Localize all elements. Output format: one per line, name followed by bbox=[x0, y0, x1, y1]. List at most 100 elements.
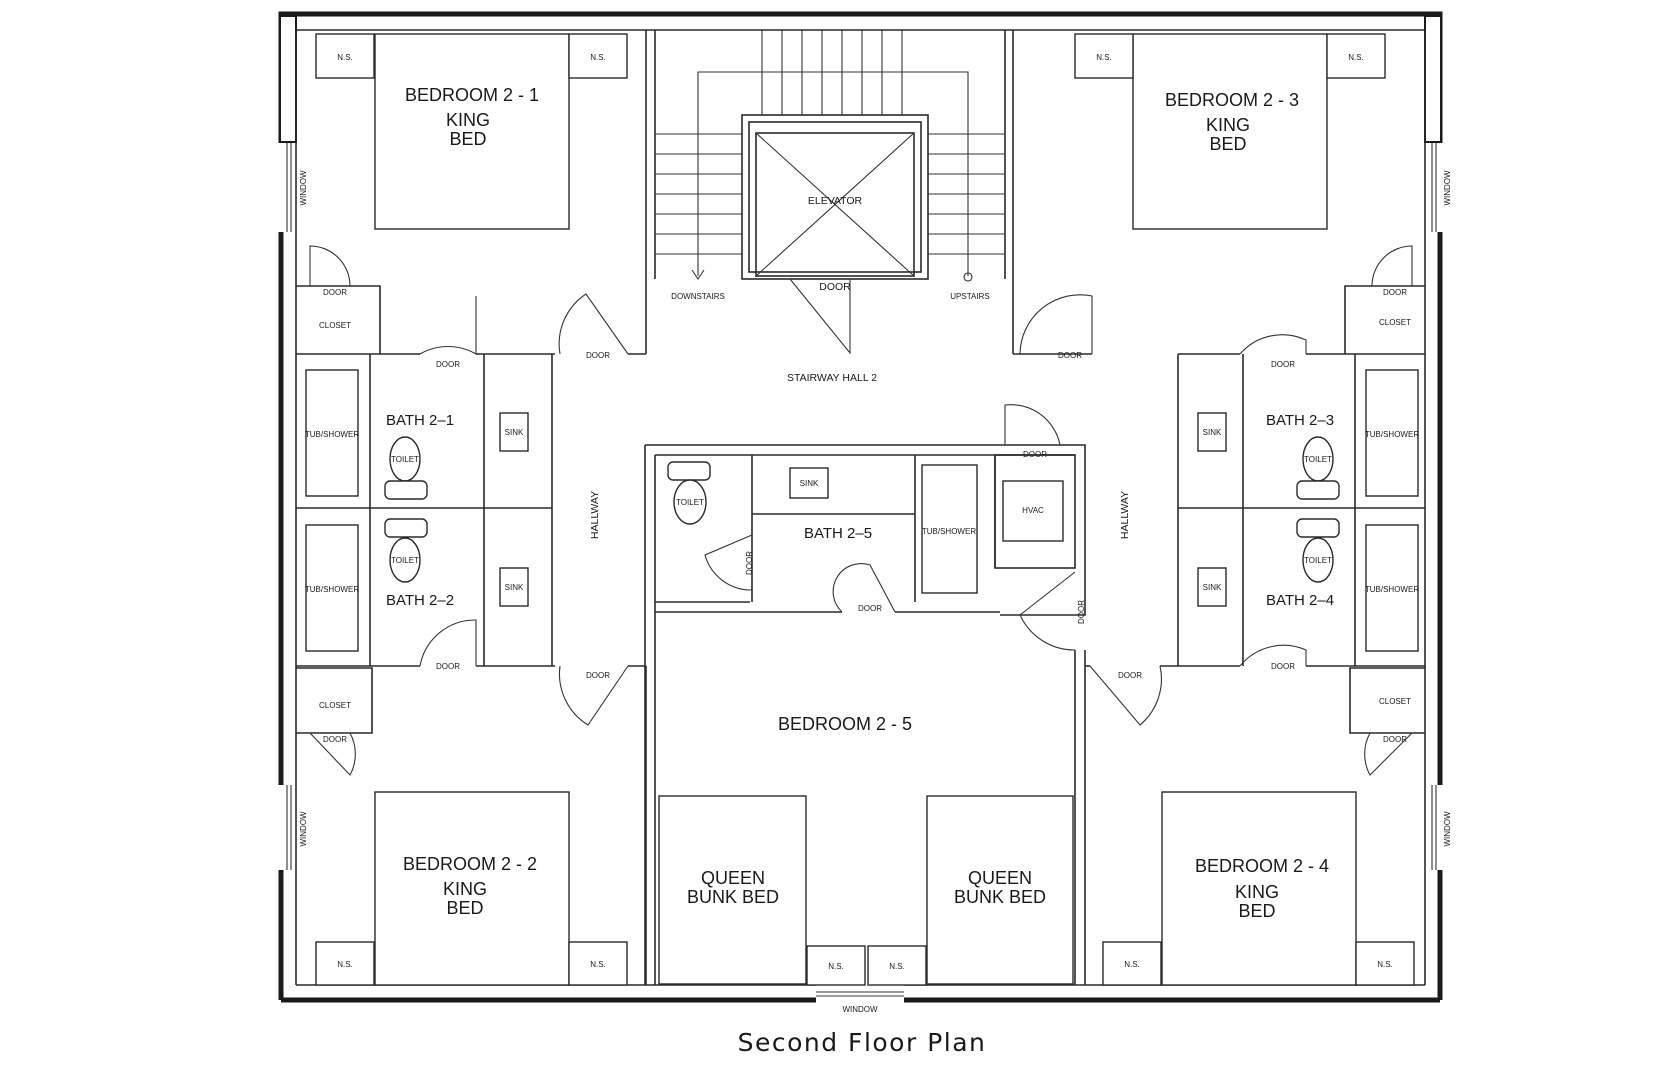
elevator: ELEVATOR DOOR bbox=[741, 114, 929, 355]
svg-text:TOILET: TOILET bbox=[391, 556, 419, 565]
svg-text:DOOR: DOOR bbox=[1271, 360, 1295, 369]
svg-text:N.S.: N.S. bbox=[337, 53, 353, 62]
svg-text:TOILET: TOILET bbox=[391, 455, 419, 464]
bath-2-5: TOILET SINK TUB/SHOWER BATH 2–5 bbox=[667, 461, 978, 594]
nightstand bbox=[568, 941, 628, 986]
room-label: BATH 2–2 bbox=[386, 592, 454, 609]
svg-text:BED: BED bbox=[1238, 901, 1275, 921]
svg-text:DOOR: DOOR bbox=[323, 735, 347, 744]
svg-text:BUNK BED: BUNK BED bbox=[954, 887, 1046, 907]
room-label: BATH 2–5 bbox=[804, 525, 872, 542]
svg-text:TOILET: TOILET bbox=[676, 498, 704, 507]
sink bbox=[499, 567, 529, 607]
nightstand bbox=[568, 33, 628, 79]
room-label: BATH 2–3 bbox=[1266, 412, 1334, 429]
tub-shower bbox=[921, 464, 978, 594]
room-label: BATH 2–1 bbox=[386, 412, 454, 429]
window-left-lower: WINDOW bbox=[286, 785, 308, 870]
bedroom-2-5: BEDROOM 2 - 5 QUEEN BUNK BED QUEEN BUNK … bbox=[658, 714, 1074, 986]
svg-text:WINDOW: WINDOW bbox=[842, 1005, 878, 1014]
upstairs-label: UPSTAIRS bbox=[950, 292, 989, 301]
svg-text:N.S.: N.S. bbox=[828, 962, 844, 971]
nightstand bbox=[315, 941, 375, 986]
svg-text:BED: BED bbox=[1209, 134, 1246, 154]
svg-text:SINK: SINK bbox=[1203, 583, 1222, 592]
room-label: BEDROOM 2 - 5 bbox=[778, 714, 912, 734]
window-left-upper: WINDOW bbox=[286, 143, 308, 232]
toilet bbox=[389, 537, 421, 583]
svg-text:DOOR: DOOR bbox=[819, 281, 851, 293]
svg-text:SINK: SINK bbox=[1203, 428, 1222, 437]
svg-text:KING: KING bbox=[1206, 115, 1250, 135]
nightstand bbox=[1074, 33, 1134, 79]
svg-text:BED: BED bbox=[446, 898, 483, 918]
svg-text:DOOR: DOOR bbox=[1383, 288, 1407, 297]
tub-shower bbox=[305, 524, 359, 652]
room-label: BEDROOM 2 - 3 bbox=[1165, 90, 1299, 110]
svg-text:BED: BED bbox=[449, 129, 486, 149]
svg-text:TUB/SHOWER: TUB/SHOWER bbox=[1365, 430, 1419, 439]
svg-text:DOOR: DOOR bbox=[858, 604, 882, 613]
nightstand bbox=[806, 945, 866, 986]
svg-text:DOOR: DOOR bbox=[1058, 351, 1082, 360]
svg-text:DOOR: DOOR bbox=[436, 360, 460, 369]
windows: WINDOW WINDOW WINDOW WINDOW WINDOW bbox=[286, 143, 1452, 1014]
stairs: DOWNSTAIRS UPSTAIRS bbox=[655, 30, 1005, 301]
svg-text:N.S.: N.S. bbox=[1096, 53, 1112, 62]
svg-text:DOOR: DOOR bbox=[586, 351, 610, 360]
svg-text:DOOR: DOOR bbox=[1271, 662, 1295, 671]
queen-bunk-bed bbox=[926, 795, 1074, 985]
svg-text:KING: KING bbox=[1235, 882, 1279, 902]
svg-text:CLOSET: CLOSET bbox=[1379, 697, 1411, 706]
svg-text:WINDOW: WINDOW bbox=[299, 170, 308, 206]
window-right-lower: WINDOW bbox=[1431, 785, 1452, 870]
toilet bbox=[673, 479, 707, 525]
bath-2-4: TUB/SHOWER TOILET SINK BATH 2–4 bbox=[1197, 518, 1419, 652]
hallway-left-label: HALLWAY bbox=[589, 491, 601, 539]
svg-text:KING: KING bbox=[446, 110, 490, 130]
svg-text:WINDOW: WINDOW bbox=[1443, 170, 1452, 206]
svg-text:WINDOW: WINDOW bbox=[1443, 811, 1452, 847]
bath-2-2: TUB/SHOWER TOILET SINK BATH 2–2 bbox=[305, 518, 529, 652]
svg-text:QUEEN: QUEEN bbox=[968, 868, 1032, 888]
svg-text:CLOSET: CLOSET bbox=[1379, 318, 1411, 327]
svg-text:DOOR: DOOR bbox=[1383, 735, 1407, 744]
svg-text:HVAC: HVAC bbox=[1022, 506, 1044, 515]
svg-text:DOOR: DOOR bbox=[1077, 600, 1086, 624]
king-bed bbox=[1161, 791, 1357, 986]
svg-text:SINK: SINK bbox=[505, 583, 524, 592]
nightstand bbox=[867, 945, 927, 986]
sink bbox=[789, 467, 829, 499]
room-label: BATH 2–4 bbox=[1266, 592, 1334, 609]
room-label: BEDROOM 2 - 4 bbox=[1195, 856, 1329, 876]
svg-text:KING: KING bbox=[443, 879, 487, 899]
king-bed bbox=[374, 33, 570, 230]
room-label: BEDROOM 2 - 1 bbox=[405, 85, 539, 105]
downstairs-label: DOWNSTAIRS bbox=[671, 292, 725, 301]
svg-text:N.S.: N.S. bbox=[1124, 960, 1140, 969]
king-bed bbox=[374, 791, 570, 986]
svg-text:SINK: SINK bbox=[505, 428, 524, 437]
svg-text:CLOSET: CLOSET bbox=[319, 321, 351, 330]
svg-text:N.S.: N.S. bbox=[1377, 960, 1393, 969]
sink bbox=[499, 412, 529, 452]
bedroom-2-1: N.S. N.S. BEDROOM 2 - 1 KING BED CLOSET bbox=[315, 33, 628, 330]
svg-text:TOILET: TOILET bbox=[1304, 455, 1332, 464]
bath-2-3: TUB/SHOWER TOILET SINK BATH 2–3 bbox=[1197, 369, 1419, 500]
bedroom-2-4: N.S. N.S. BEDROOM 2 - 4 KING BED CLOSET bbox=[1102, 697, 1415, 986]
svg-text:TUB/SHOWER: TUB/SHOWER bbox=[1365, 585, 1419, 594]
svg-text:DOOR: DOOR bbox=[323, 288, 347, 297]
svg-text:DOOR: DOOR bbox=[436, 662, 460, 671]
hallway-right-label: HALLWAY bbox=[1119, 491, 1131, 539]
stairway-hall-label: STAIRWAY HALL 2 bbox=[787, 372, 877, 384]
sink bbox=[1197, 567, 1227, 607]
bath-2-1: TUB/SHOWER TOILET SINK BATH 2–1 bbox=[305, 369, 529, 500]
svg-text:N.S.: N.S. bbox=[590, 960, 606, 969]
svg-text:TUB/SHOWER: TUB/SHOWER bbox=[305, 430, 359, 439]
tub-shower bbox=[305, 369, 359, 497]
room-label: BEDROOM 2 - 2 bbox=[403, 854, 537, 874]
svg-text:WINDOW: WINDOW bbox=[299, 811, 308, 847]
toilet bbox=[1302, 537, 1334, 583]
svg-text:DOOR: DOOR bbox=[1118, 671, 1142, 680]
bedroom-2-2: N.S. N.S. BEDROOM 2 - 2 KING BED CLOSET bbox=[315, 701, 628, 986]
